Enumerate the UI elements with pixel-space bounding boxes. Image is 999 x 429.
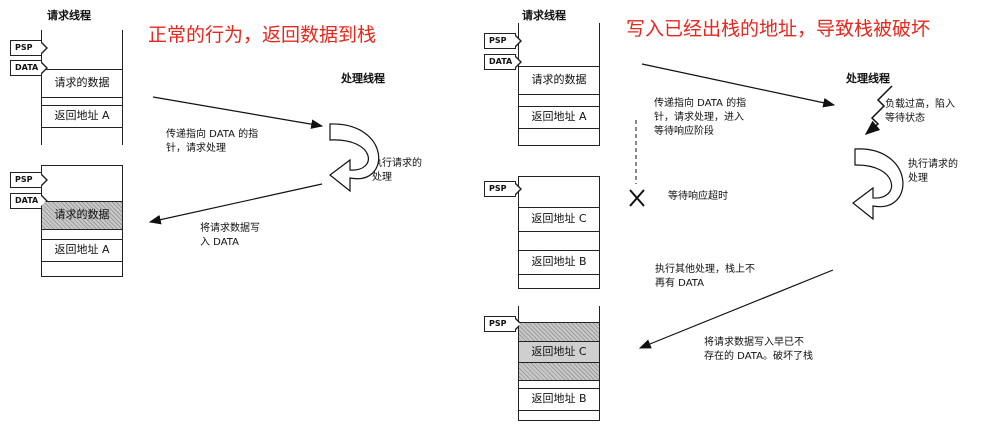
right-empty-cell	[519, 410, 599, 421]
left-data-tag-2: DATA	[10, 193, 48, 209]
right-empty-cell	[519, 94, 599, 106]
right-execute-curved-arrow	[852, 148, 904, 221]
left-psp-tag-1: PSP	[10, 40, 48, 56]
right-note-timeout: 等待响应超时	[668, 191, 728, 202]
left-return-addr-cell: 返回地址 A	[42, 239, 122, 261]
left-request-arrow	[152, 96, 324, 129]
left-stack-top: 请求的数据 返回地址 A	[41, 30, 123, 145]
left-return-addr-cell: 返回地址 A	[42, 105, 122, 127]
left-execute-curved-arrow	[329, 123, 380, 193]
right-stack-3: 返回地址 C 返回地址 B	[518, 306, 600, 421]
left-data-tag-1: DATA	[10, 60, 48, 76]
right-return-addr-c-cell: 返回地址 C	[519, 207, 599, 231]
right-psp-tag-1: PSP	[484, 33, 522, 49]
left-request-data-shaded-cell: 请求的数据	[42, 201, 122, 229]
left-note-execute: 执行请求的 处理	[372, 158, 422, 183]
right-corrupt-write-arrow	[638, 269, 834, 349]
right-note-execute: 执行请求的 处理	[908, 159, 958, 184]
right-request-data-cell: 请求的数据	[519, 66, 599, 94]
left-empty-cell	[42, 165, 122, 201]
right-note-corrupt-write: 将请求数据写入早已不 存在的 DATA。破坏了栈	[704, 337, 813, 362]
left-empty-cell	[42, 229, 122, 239]
right-request-arrow	[641, 63, 836, 108]
right-handler-thread-heading: 处理线程	[846, 72, 890, 85]
lightning-icon	[864, 85, 893, 135]
right-return-addr-a-cell: 返回地址 A	[519, 106, 599, 128]
right-request-thread-heading: 请求线程	[522, 9, 566, 22]
right-stack-2: 返回地址 C 返回地址 B	[518, 176, 600, 289]
right-note-pass-pointer: 传递指向 DATA 的指 针，请求处理，进入 等待响应阶段	[654, 98, 747, 137]
right-empty-cell	[519, 176, 599, 207]
right-stack-1: 请求的数据 返回地址 A	[518, 23, 600, 146]
left-psp-tag-2: PSP	[10, 172, 48, 188]
timeout-x-icon	[629, 189, 645, 207]
right-note-overload: 负载过高，陷入 等待状态	[885, 99, 955, 124]
left-note-write-data: 将请求数据写 入 DATA	[200, 223, 260, 248]
right-psp-tag-2: PSP	[484, 181, 522, 197]
left-request-thread-heading: 请求线程	[47, 9, 91, 22]
right-return-addr-b-cell: 返回地址 B	[519, 250, 599, 274]
right-psp-tag-3: PSP	[484, 316, 522, 332]
left-empty-cell	[42, 127, 122, 145]
right-empty-cell	[519, 128, 599, 146]
right-note-other-processing: 执行其他处理，栈上不 再有 DATA	[655, 264, 755, 289]
left-empty-cell	[42, 97, 122, 105]
right-empty-cell	[519, 274, 599, 289]
right-data-tag-1: DATA	[484, 54, 522, 70]
left-return-arrow	[148, 183, 323, 225]
left-red-title: 正常的行为，返回数据到栈	[148, 24, 377, 46]
right-empty-cell	[519, 231, 599, 250]
right-red-title: 写入已经出栈的地址，导致栈被破坏	[626, 18, 931, 40]
left-handler-thread-heading: 处理线程	[341, 72, 385, 85]
left-empty-cell	[42, 261, 122, 277]
left-stack-bottom: 请求的数据 返回地址 A	[41, 165, 123, 277]
right-return-addr-c-corrupted-cell: 返回地址 C	[519, 341, 599, 363]
right-empty-cell	[519, 380, 599, 388]
right-return-addr-b-cell: 返回地址 B	[519, 388, 599, 410]
left-note-pass-pointer: 传递指向 DATA 的指 针，请求处理	[166, 129, 259, 154]
left-request-data-cell: 请求的数据	[42, 69, 122, 97]
